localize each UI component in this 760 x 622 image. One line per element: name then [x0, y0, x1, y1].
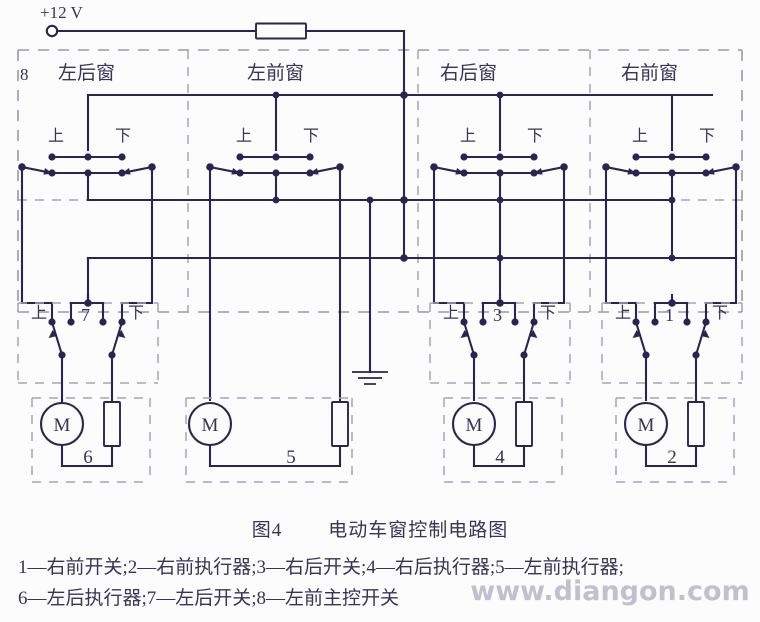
master-switch-right-rear[interactable] — [430, 153, 568, 324]
panel-dividers — [18, 50, 742, 312]
actuator-6 — [31, 397, 151, 483]
master-down-label-left-rear: 下 — [115, 128, 131, 145]
local-up-label-7: 上 — [31, 304, 47, 322]
actuator-id-5: 5 — [286, 447, 296, 468]
local-down-label-7: 下 — [128, 305, 144, 322]
actuator-4 — [443, 397, 563, 483]
master-switch-right-front[interactable] — [602, 153, 740, 324]
panel-title-right-rear: 右后窗 — [440, 62, 497, 84]
figure-number: 图4 — [251, 520, 283, 541]
motor-letter-5: M — [202, 415, 219, 436]
legend-line-1: 1—右前开关;2—右前执行器;3—右后开关;4—右后执行器;5—左前执行器; — [18, 557, 624, 578]
motor-letter-6: M — [54, 415, 71, 436]
resistor-symbol — [515, 401, 533, 447]
master-switch-id-label: 8 — [20, 65, 29, 84]
local-switch-id-7: 7 — [81, 305, 90, 325]
ground-branch — [352, 93, 406, 385]
actuator-id-4: 4 — [495, 447, 505, 468]
panel-title-left-front: 左前窗 — [247, 62, 304, 84]
motor-letter-4: M — [466, 415, 483, 436]
local-up-label-3: 上 — [443, 304, 459, 322]
actuator-5 — [185, 397, 353, 483]
master-switch-enclosure — [17, 49, 743, 313]
local-switch-1[interactable] — [601, 299, 743, 402]
panel-title-left-rear: 左后窗 — [58, 62, 115, 84]
local-switch-7[interactable] — [17, 293, 159, 402]
master-up-label-left-front: 上 — [236, 127, 252, 145]
local-switch-id-1: 1 — [665, 305, 674, 325]
resistor-symbol — [331, 401, 349, 447]
return-buses — [86, 196, 738, 262]
actuator-id-6: 6 — [83, 447, 93, 468]
figure-title: 电动车窗控制电路图 — [328, 520, 509, 541]
local-down-label-1: 下 — [712, 305, 728, 322]
master-down-label-right-front: 下 — [699, 128, 715, 145]
figure-caption: 图4 电动车窗控制电路图 — [0, 515, 760, 542]
supply-terminal — [45, 24, 59, 38]
panel-title-right-front: 右前窗 — [621, 62, 678, 84]
master-up-label-left-rear: 上 — [48, 127, 64, 145]
master-up-label-right-front: 上 — [632, 127, 648, 145]
master-up-label-right-rear: 上 — [460, 127, 476, 145]
supply-rail — [45, 22, 406, 97]
site-watermark: www.diangon.com — [470, 576, 750, 607]
actuator-id-2: 2 — [667, 447, 677, 468]
master-switch-left-front[interactable] — [206, 153, 344, 402]
master-switch-left-rear[interactable] — [18, 153, 374, 324]
master-down-label-left-front: 下 — [303, 128, 319, 145]
upper-feed-bus — [86, 91, 714, 152]
master-down-label-right-rear: 下 — [527, 128, 543, 145]
fuse — [255, 22, 307, 40]
local-switch-id-3: 3 — [493, 305, 502, 325]
local-up-label-1: 上 — [615, 304, 631, 322]
supply-voltage-label: +12 V — [40, 3, 84, 22]
legend-line-2: 6—左后执行器;7—左后开关;8—左前主控开关 — [18, 588, 400, 609]
resistor-symbol — [103, 401, 121, 447]
local-switch-3[interactable] — [429, 299, 571, 402]
motor-letter-2: M — [638, 415, 655, 436]
resistor-symbol — [687, 401, 705, 447]
local-down-label-3: 下 — [540, 305, 556, 322]
actuator-2 — [615, 397, 735, 483]
